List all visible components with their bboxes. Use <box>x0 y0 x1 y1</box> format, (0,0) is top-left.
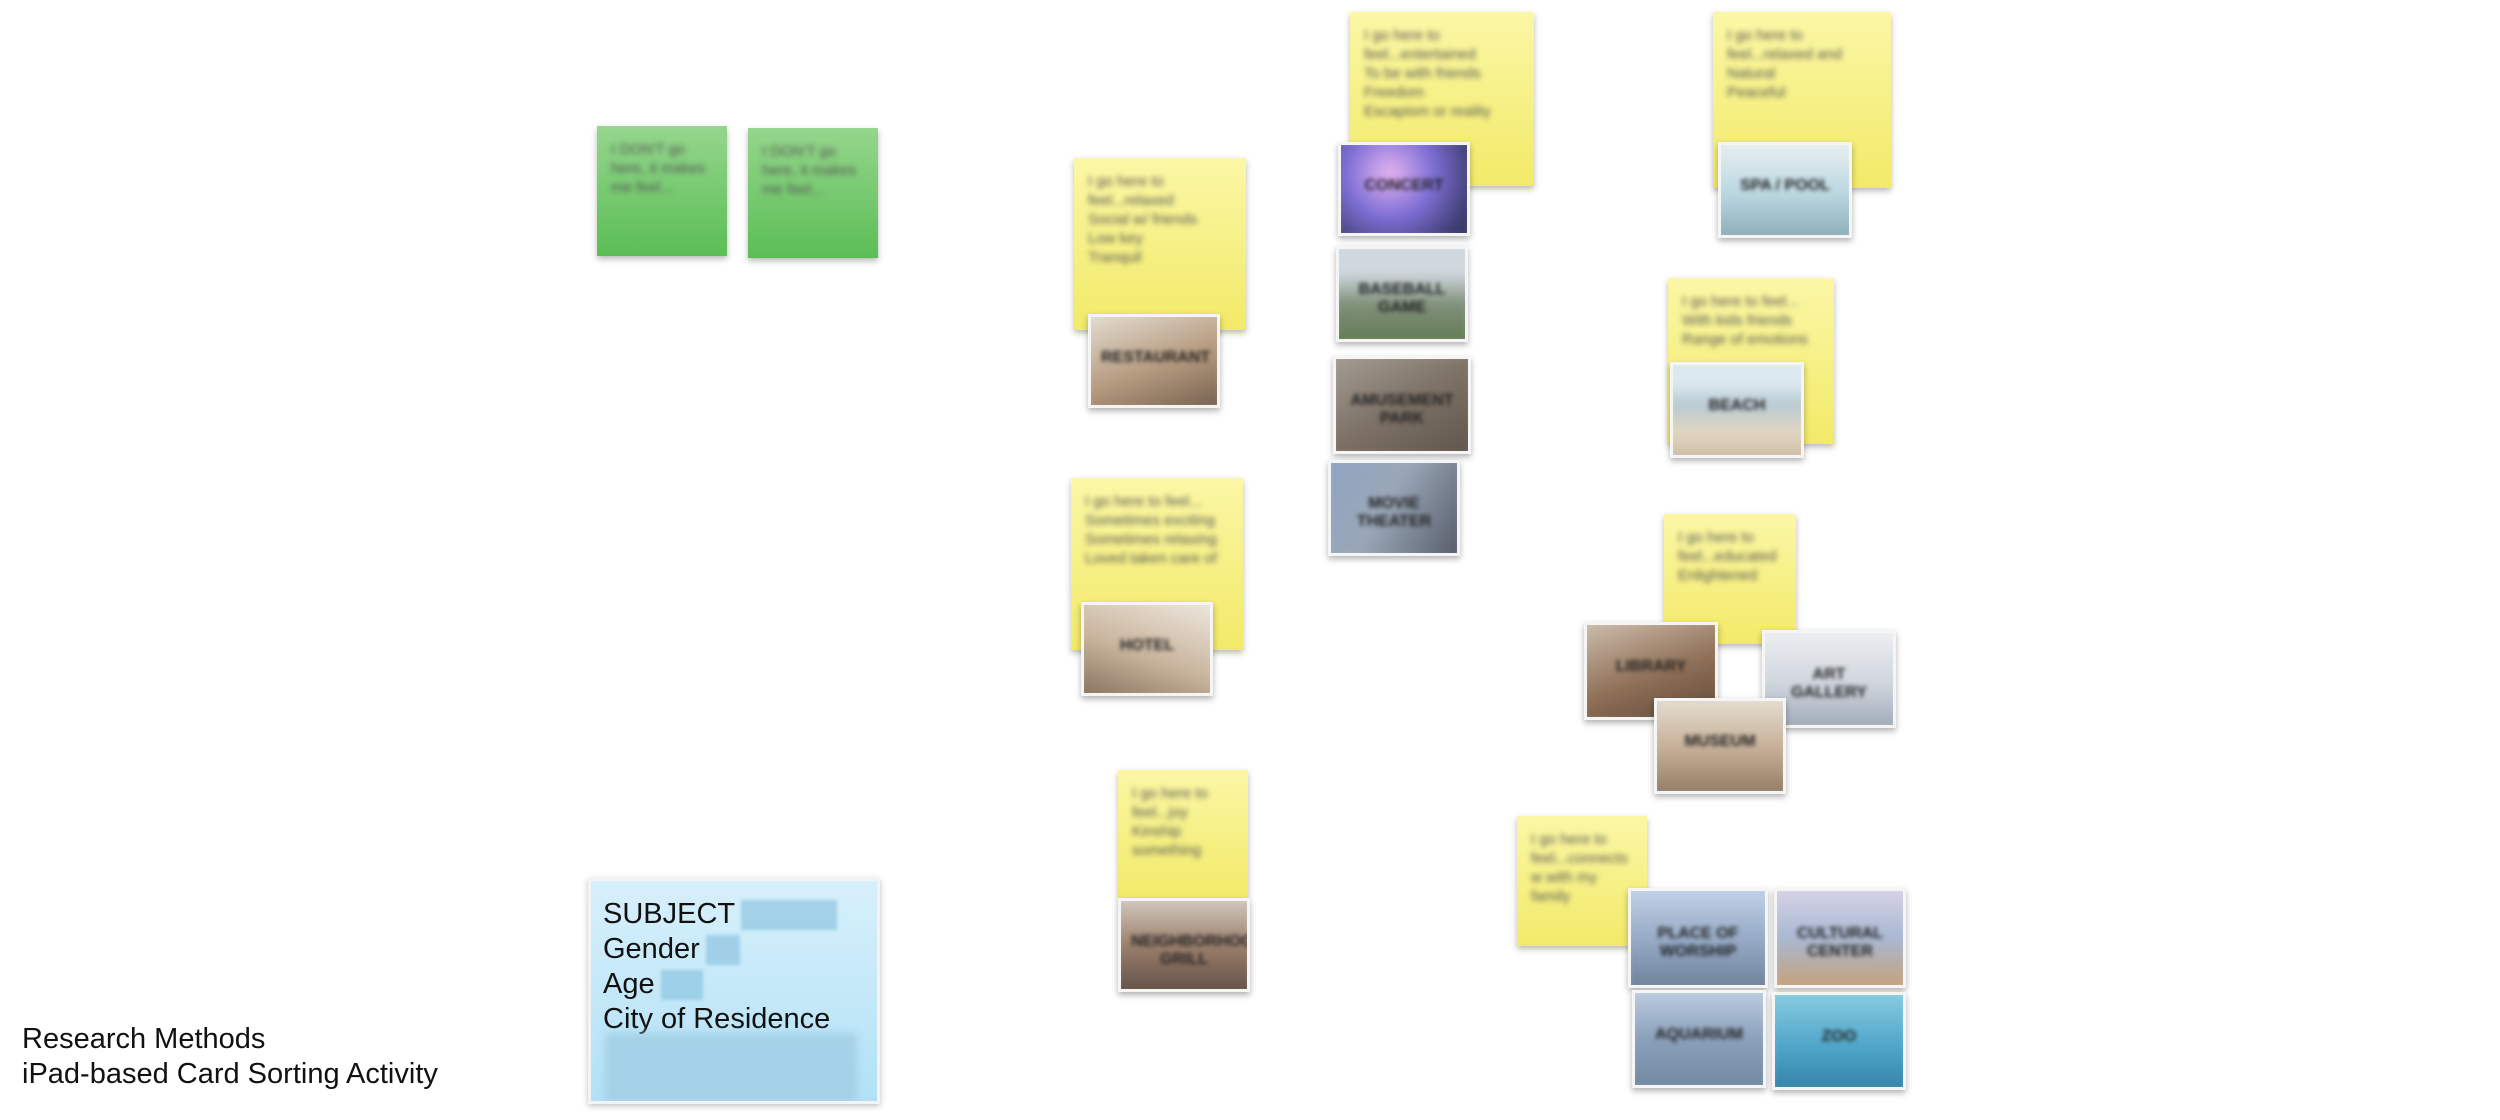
photo-caption: CONCERT <box>1364 176 1444 194</box>
city-row: City of Residence <box>603 1002 877 1037</box>
photo-caption: AMUSEMENT PARK <box>1350 392 1454 428</box>
photo-caption: BEACH <box>1708 397 1766 415</box>
photo-caption: ART GALLERY <box>1791 666 1867 702</box>
photo-caption: LIBRARY <box>1615 658 1687 676</box>
subject-label: SUBJECT <box>603 898 736 930</box>
photo-card-theater[interactable]: MOVIE THEATER <box>1328 460 1460 556</box>
photo-caption: BASEBALL GAME <box>1358 281 1446 317</box>
photo-card-worship[interactable]: PLACE OF WORSHIP <box>1628 888 1768 988</box>
photo-caption: RESTAURANT <box>1101 348 1211 366</box>
photo-card-amusement[interactable]: AMUSEMENT PARK <box>1333 356 1471 454</box>
photo-caption: MOVIE THEATER <box>1356 495 1432 531</box>
photo-card-dining[interactable]: NEIGHBORHOOD GRILL <box>1118 898 1250 992</box>
photo-card-restaurant[interactable]: RESTAURANT <box>1088 314 1220 408</box>
photo-card-gallery[interactable]: ART GALLERY <box>1762 630 1896 728</box>
photo-card-concert[interactable]: CONCERT <box>1338 142 1470 236</box>
footer-activity-title: iPad-based Card Sorting Activity <box>22 1058 438 1090</box>
photo-caption: ZOO <box>1821 1028 1857 1046</box>
photo-card-beach[interactable]: BEACH <box>1670 362 1804 458</box>
photo-caption: NEIGHBORHOOD GRILL <box>1131 932 1247 968</box>
photo-caption: PLACE OF WORSHIP <box>1657 924 1739 960</box>
gender-label: Gender <box>603 933 700 965</box>
photo-caption: AQUARIUM <box>1655 1026 1743 1044</box>
photo-card-spa[interactable]: SPA / POOL <box>1718 142 1852 238</box>
photo-card-hotel[interactable]: HOTEL <box>1081 602 1213 696</box>
redacted-subject-id <box>741 899 838 930</box>
gender-row: Gender <box>603 932 877 967</box>
photo-card-zoo[interactable]: ZOO <box>1772 992 1906 1090</box>
footer-caption: Research Methods iPad-based Card Sorting… <box>22 1022 438 1092</box>
photo-caption: CULTURAL CENTER <box>1797 924 1883 960</box>
photo-caption: MUSEUM <box>1684 733 1756 751</box>
photo-card-festival[interactable]: CULTURAL CENTER <box>1774 888 1906 988</box>
subject-row: SUBJECT <box>603 897 877 932</box>
age-row: Age <box>603 967 877 1002</box>
redacted-gender <box>705 934 740 965</box>
age-label: Age <box>603 968 655 1000</box>
redacted-age <box>660 969 703 1000</box>
photo-caption: HOTEL <box>1119 636 1175 654</box>
photo-card-ballpark[interactable]: BASEBALL GAME <box>1336 246 1468 342</box>
city-label: City of Residence <box>603 1003 831 1035</box>
photo-card-aquarium[interactable]: AQUARIUM <box>1632 990 1766 1088</box>
photo-caption: SPA / POOL <box>1740 177 1830 195</box>
redacted-city-value <box>605 1033 857 1101</box>
subject-info-card[interactable]: SUBJECT Gender Age City of Residence <box>588 878 880 1104</box>
photo-card-museum[interactable]: MUSEUM <box>1654 698 1786 794</box>
footer-course-title: Research Methods <box>22 1023 266 1055</box>
